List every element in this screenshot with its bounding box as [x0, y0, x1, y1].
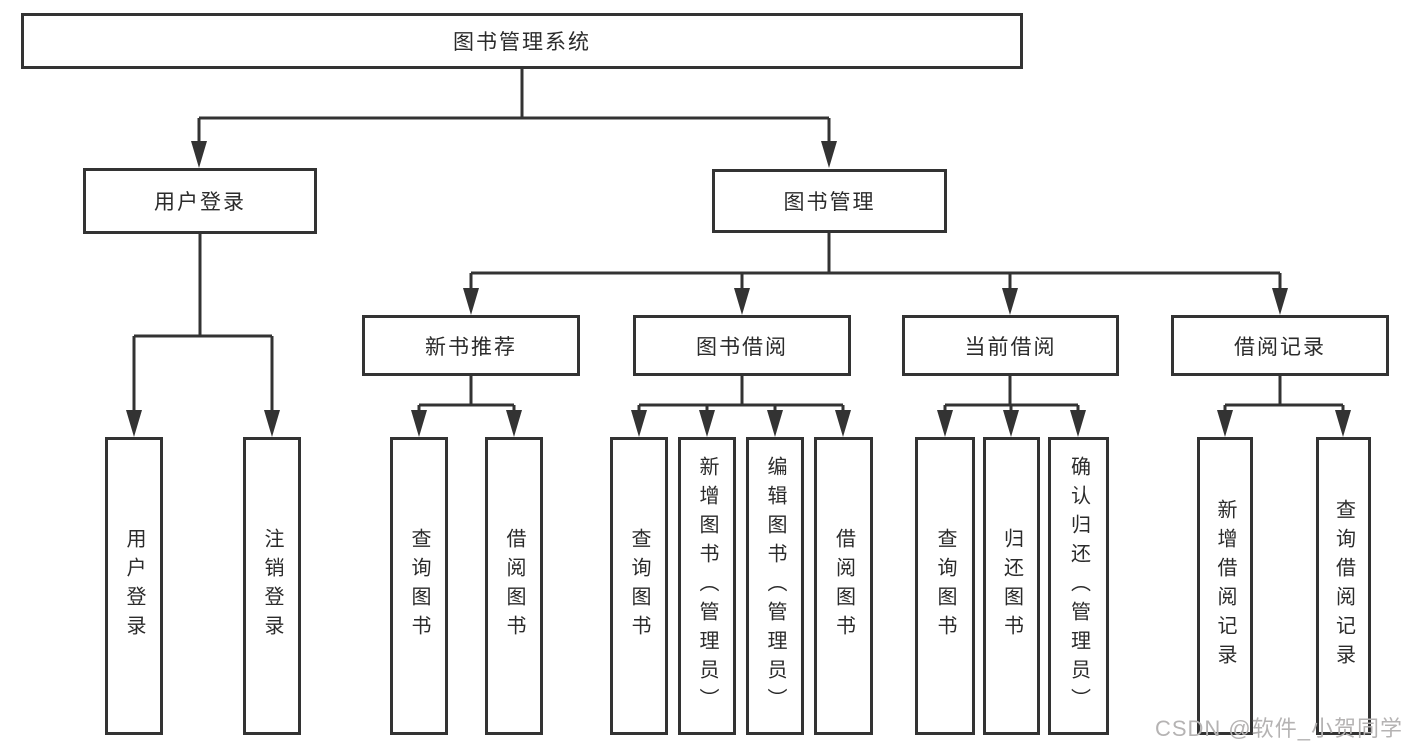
leaf-add-borrow-record: 新增借阅记录 [1197, 437, 1253, 735]
leaf-current-query-books-label: 查询图书 [934, 528, 956, 644]
node-new-book-recommend-label: 新书推荐 [425, 335, 517, 359]
node-book-management-label: 图书管理 [783, 191, 876, 214]
leaf-user-login: 用户登录 [105, 437, 163, 735]
leaf-recommend-query-books: 查询图书 [390, 437, 448, 735]
node-borrow-records: 借阅记录 [1171, 315, 1389, 376]
leaf-current-query-books: 查询图书 [915, 437, 975, 735]
arrowheads [126, 141, 1351, 437]
leaf-recommend-borrow-books: 借阅图书 [485, 437, 543, 735]
leaf-edit-books-admin-label: 编辑图书（管理员） [764, 455, 786, 717]
leaf-add-books-admin-label: 新增图书（管理员） [696, 455, 718, 717]
leaf-add-books-admin: 新增图书（管理员） [678, 437, 736, 735]
leaf-logout: 注销登录 [243, 437, 301, 735]
node-book-management: 图书管理 [712, 169, 947, 233]
leaf-borrow-books: 借阅图书 [814, 437, 873, 735]
leaf-add-borrow-record-label: 新增借阅记录 [1214, 499, 1236, 673]
leaf-query-borrow-record: 查询借阅记录 [1316, 437, 1371, 735]
leaf-edit-books-admin: 编辑图书（管理员） [746, 437, 804, 735]
node-user-login: 用户登录 [83, 168, 317, 234]
node-new-book-recommend: 新书推荐 [362, 315, 580, 376]
node-user-login-label: 用户登录 [154, 191, 246, 214]
leaf-recommend-query-books-label: 查询图书 [408, 528, 430, 644]
node-root-label: 图书管理系统 [453, 31, 591, 54]
leaf-return-books: 归还图书 [983, 437, 1040, 735]
csdn-watermark: CSDN @软件_小贺同学 [1154, 716, 1403, 741]
node-borrow-records-label: 借阅记录 [1234, 335, 1326, 359]
node-current-borrow: 当前借阅 [902, 315, 1119, 376]
leaf-confirm-return-admin-label: 确认归还（管理员） [1067, 455, 1090, 717]
leaf-borrow-query-books-label: 查询图书 [628, 528, 650, 644]
leaf-confirm-return-admin: 确认归还（管理员） [1048, 437, 1109, 735]
leaf-borrow-query-books: 查询图书 [610, 437, 668, 735]
node-root: 图书管理系统 [21, 13, 1023, 69]
leaf-logout-label: 注销登录 [261, 528, 283, 644]
leaf-return-books-label: 归还图书 [1000, 528, 1023, 644]
node-book-borrow: 图书借阅 [633, 315, 851, 376]
node-current-borrow-label: 当前借阅 [964, 335, 1057, 359]
node-book-borrow-label: 图书借阅 [696, 335, 788, 359]
leaf-query-borrow-record-label: 查询借阅记录 [1332, 499, 1355, 673]
leaf-user-login-label: 用户登录 [123, 528, 145, 644]
leaf-borrow-books-label: 借阅图书 [832, 528, 855, 644]
leaf-recommend-borrow-books-label: 借阅图书 [503, 528, 525, 644]
